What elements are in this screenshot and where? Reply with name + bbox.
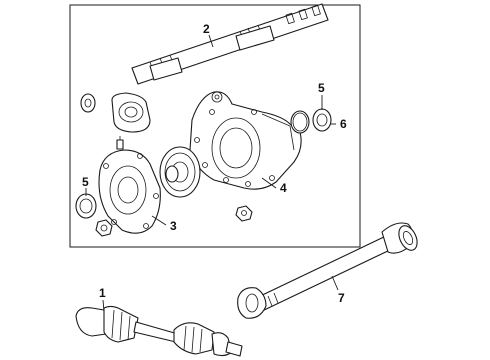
differential-housing[interactable] <box>189 91 302 190</box>
leader-3 <box>151 215 167 226</box>
callout-6: 6 <box>340 117 347 131</box>
callout-7: 7 <box>338 291 345 305</box>
vent-fitting[interactable] <box>116 136 124 150</box>
callout-5-right: 5 <box>318 81 325 95</box>
leader-4 <box>261 177 277 189</box>
callout-3: 3 <box>170 219 177 233</box>
callout-4: 4 <box>280 181 287 195</box>
assembly-frame <box>69 4 361 248</box>
mounting-nut-lower[interactable] <box>95 219 113 237</box>
callout-1: 1 <box>99 286 106 300</box>
leader-1 <box>102 299 105 313</box>
callout-2: 2 <box>203 22 210 36</box>
propeller-shaft[interactable] <box>237 222 421 319</box>
housing-cover[interactable] <box>98 149 161 234</box>
leader-2 <box>208 34 214 48</box>
pinion-shaft[interactable] <box>131 3 329 85</box>
half-shaft[interactable] <box>75 305 243 357</box>
snap-ring[interactable] <box>290 110 310 134</box>
leader-7 <box>331 275 339 291</box>
mounting-nut-housing[interactable] <box>235 205 253 222</box>
pinion-nut[interactable] <box>80 93 96 113</box>
callout-5-left: 5 <box>82 175 89 189</box>
ring-gear[interactable] <box>159 146 201 198</box>
axle-seal-right[interactable] <box>312 108 332 132</box>
axle-seal-left[interactable] <box>75 193 97 219</box>
pinion-bearing-cup[interactable] <box>111 92 151 133</box>
